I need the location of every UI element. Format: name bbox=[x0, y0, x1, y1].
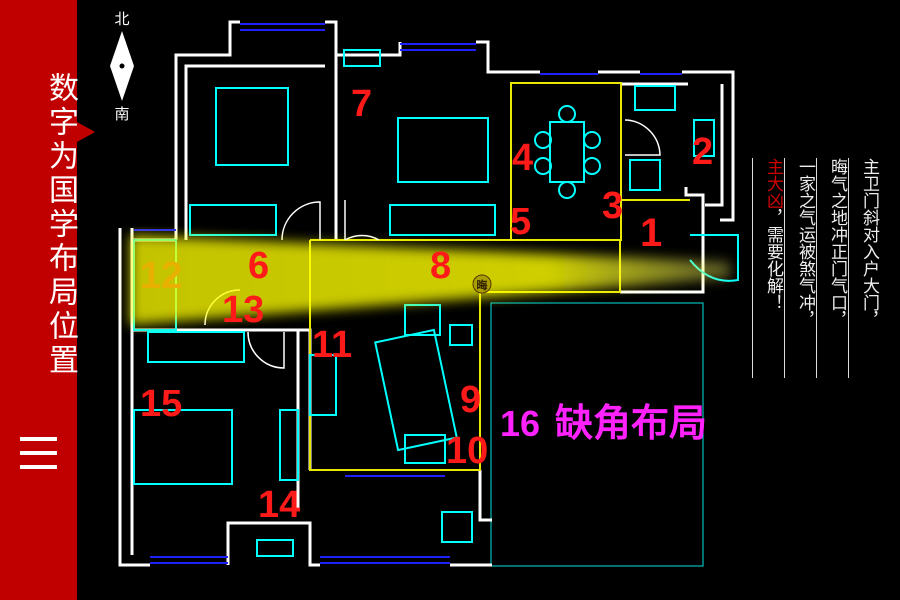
room-number-2: 2 bbox=[692, 131, 713, 173]
sha-qi-beam bbox=[130, 235, 730, 325]
wardrobe-3 bbox=[147, 331, 245, 363]
dining-table bbox=[549, 121, 585, 183]
room-number-6: 6 bbox=[248, 245, 269, 287]
balcony-fixture bbox=[256, 539, 294, 557]
wardrobe-2 bbox=[389, 204, 496, 236]
room-number-11: 11 bbox=[312, 324, 352, 366]
compass-needle-icon bbox=[110, 31, 134, 101]
room-numbers: 1 2 3 4 5 6 7 8 9 10 11 12 13 14 15 bbox=[140, 83, 713, 526]
furniture bbox=[133, 49, 739, 557]
armchair-2 bbox=[404, 434, 446, 464]
room-number-9: 9 bbox=[460, 379, 481, 421]
walls bbox=[118, 20, 735, 567]
sidebar-panel: 数字为国学布局位置 bbox=[0, 0, 78, 600]
side-table bbox=[449, 324, 473, 346]
compass: 北 南 bbox=[100, 8, 144, 128]
room-number-15: 15 bbox=[140, 383, 182, 425]
room-number-4: 4 bbox=[512, 137, 533, 179]
note-advice: ，需要化解！ bbox=[763, 209, 783, 311]
window-fixture bbox=[343, 49, 381, 67]
washer bbox=[441, 511, 473, 543]
bed-3 bbox=[133, 409, 233, 485]
compass-south: 南 bbox=[114, 105, 130, 123]
room-number-14: 14 bbox=[258, 484, 300, 526]
bed-2 bbox=[397, 117, 489, 183]
armchair bbox=[404, 304, 441, 336]
missing-corner-area bbox=[490, 302, 704, 567]
sidebar-title: 数字为国学布局位置 bbox=[43, 72, 78, 378]
center-symbol: 晦 bbox=[477, 278, 488, 292]
missing-corner-label: 缺角布局 bbox=[555, 403, 707, 445]
note-column-4: 主大凶，需要化解！ bbox=[752, 158, 783, 378]
note-column-3: 一家之气运被煞气冲， bbox=[784, 158, 815, 378]
missing-corner-number: 16 bbox=[500, 403, 540, 444]
sidebar-pointer bbox=[77, 122, 95, 142]
room-number-10: 10 bbox=[446, 430, 488, 472]
note-warning: 主大凶 bbox=[763, 158, 783, 209]
stove bbox=[693, 119, 715, 157]
room-number-13: 13 bbox=[222, 289, 264, 331]
toilet-area bbox=[629, 159, 661, 191]
wardrobe-1 bbox=[189, 204, 277, 236]
room-number-12: 12 bbox=[140, 255, 182, 297]
room-number-3: 3 bbox=[602, 185, 623, 227]
note-column-2: 晦气之地冲正门气口， bbox=[816, 158, 847, 378]
room-number-5: 5 bbox=[510, 201, 531, 243]
windows bbox=[134, 23, 682, 564]
bed-1 bbox=[215, 87, 289, 166]
note-column-1: 主卫门斜对入户大门， bbox=[848, 158, 879, 378]
sofa bbox=[374, 328, 458, 452]
room-number-1: 1 bbox=[640, 211, 662, 255]
desk bbox=[279, 409, 299, 481]
tv-cabinet bbox=[309, 354, 337, 416]
sink bbox=[634, 85, 676, 111]
room-number-8: 8 bbox=[430, 245, 451, 287]
room-number-7: 7 bbox=[351, 83, 372, 125]
center-symbol-ring bbox=[472, 274, 492, 294]
compass-north: 北 bbox=[114, 10, 130, 28]
